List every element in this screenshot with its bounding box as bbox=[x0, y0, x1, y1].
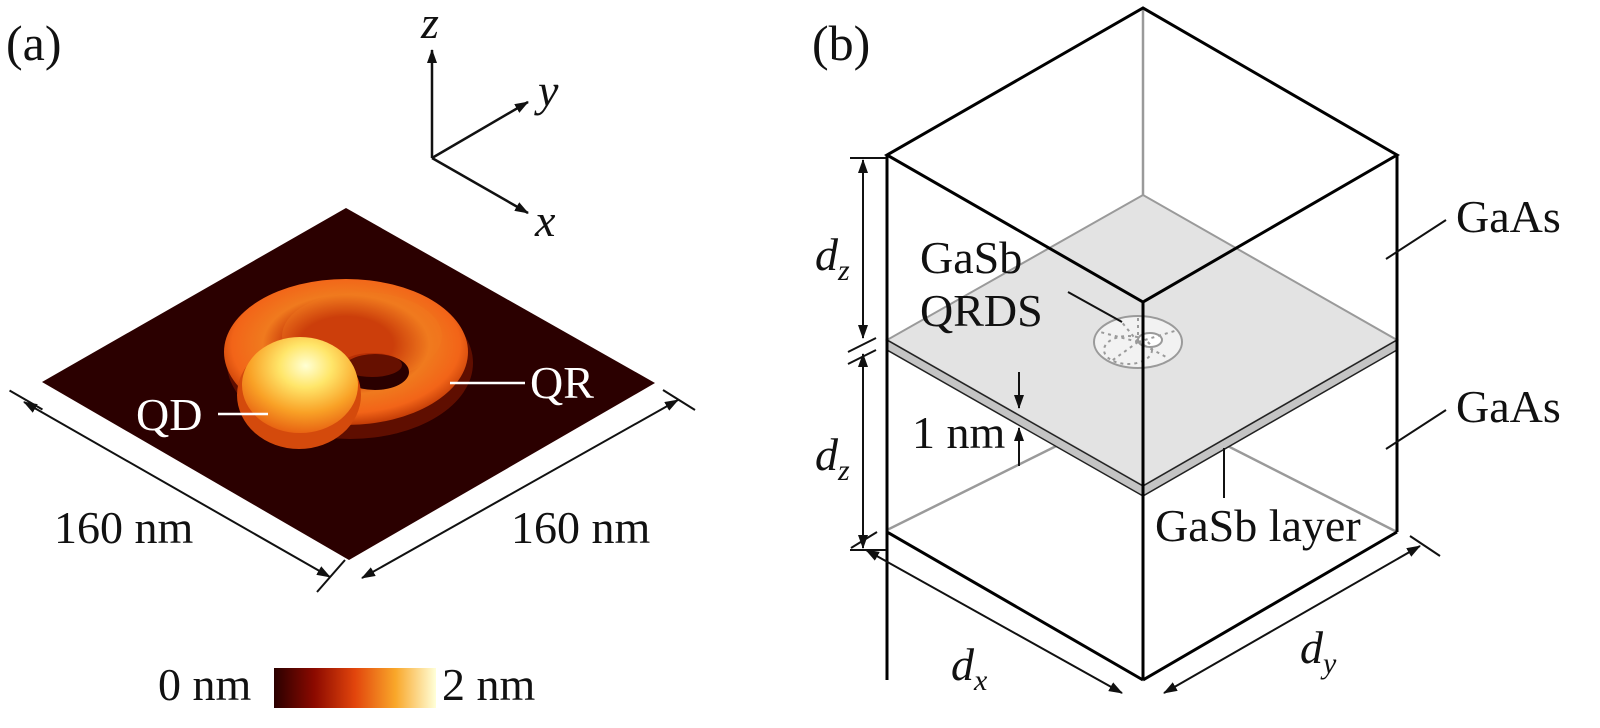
qd-label: QD bbox=[136, 389, 202, 440]
gaas-bottom-label: GaAs bbox=[1456, 381, 1561, 432]
z-axis-label: z bbox=[420, 0, 439, 48]
dy-dimension: dy bbox=[1163, 535, 1441, 694]
gaas-top-leader-line bbox=[1385, 219, 1447, 260]
y-axis-arrow bbox=[431, 100, 529, 160]
qrds-leader-line bbox=[1067, 291, 1123, 323]
colorbar bbox=[274, 668, 436, 708]
dim-tick-right bbox=[662, 389, 696, 411]
thickness-indicator: 1 nm bbox=[912, 372, 1024, 466]
dz-top-label: dz bbox=[815, 229, 850, 287]
x-axis-arrow bbox=[431, 156, 529, 215]
thickness-label: 1 nm bbox=[912, 407, 1006, 458]
gaas-top-label: GaAs bbox=[1456, 191, 1561, 242]
dim-tick-left-bottom bbox=[316, 559, 346, 593]
gasb-qrds-line1: GaSb bbox=[920, 232, 1022, 283]
colorbar-max-label: 2 nm bbox=[442, 659, 536, 710]
panel-b: (b) bbox=[812, 6, 1561, 697]
x-axis-label: x bbox=[534, 195, 556, 246]
dim-line-left bbox=[23, 401, 331, 578]
dim-line-right bbox=[361, 399, 679, 579]
colorbar-min-label: 0 nm bbox=[158, 659, 252, 710]
dy-label: dy bbox=[1300, 622, 1337, 680]
width-label-left: 160 nm bbox=[54, 502, 194, 553]
y-axis-label: y bbox=[534, 65, 559, 116]
axis-triad: z y x bbox=[420, 0, 559, 246]
qrds-sketch bbox=[1093, 315, 1183, 369]
panel-b-label: (b) bbox=[812, 15, 870, 71]
qr-label: QR bbox=[530, 357, 594, 408]
width-label-right: 160 nm bbox=[511, 502, 651, 553]
dx-label: dx bbox=[951, 639, 988, 697]
gasb-layer-label: GaSb layer bbox=[1155, 500, 1361, 551]
gaas-bottom-leader-line bbox=[1385, 409, 1447, 450]
dz-bottom-label: dz bbox=[815, 429, 850, 487]
panel-a-label: (a) bbox=[6, 15, 62, 71]
dim-tick-left-top bbox=[9, 389, 43, 411]
gasb-qrds-line2: QRDS bbox=[920, 285, 1043, 336]
panel-a: (a) z y x QR QD bbox=[6, 0, 696, 710]
dx-dimension: dx bbox=[850, 531, 1123, 697]
dz-dimension: dz dz bbox=[815, 157, 886, 551]
